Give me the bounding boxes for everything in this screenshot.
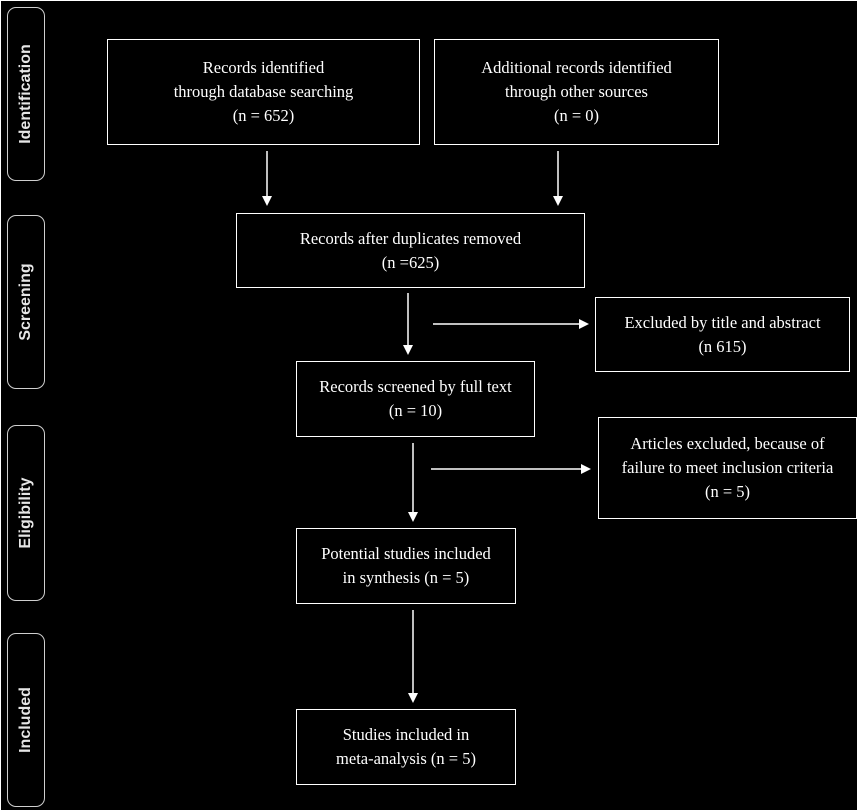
box-articles-excluded-count: (n = 5) (704, 482, 751, 501)
stage-eligibility: Eligibility (7, 425, 45, 601)
box-articles-excluded-line1: Articles excluded, because of (630, 434, 825, 453)
box-after-duplicates-count: (n =625) (381, 252, 440, 272)
stage-identification: Identification (7, 7, 45, 181)
box-other-sources: Additional records identified through ot… (434, 39, 719, 145)
stage-screening: Screening (7, 215, 45, 389)
box-articles-excluded-line2: failure to meet inclusion criteria (621, 458, 834, 477)
box-full-text-screened-count: (n = 10) (388, 401, 443, 420)
stage-included-label: Included (17, 687, 34, 753)
box-other-sources-count: (n = 0) (553, 106, 600, 125)
stage-identification-label: Identification (17, 44, 34, 144)
box-database-records-line2: through database searching (173, 82, 354, 101)
box-articles-excluded: Articles excluded, because of failure to… (598, 417, 857, 519)
box-excluded-title-abstract-count: (n 615) (698, 336, 747, 356)
box-database-records: Records identified through database sear… (107, 39, 420, 145)
stage-screening-label: Screening (17, 263, 34, 341)
box-after-duplicates-line1: Records after duplicates removed (299, 228, 522, 248)
box-excluded-title-abstract: Excluded by title and abstract (n 615) (595, 297, 850, 372)
box-database-records-count: (n = 652) (232, 106, 295, 125)
box-synthesis: Potential studies included in synthesis … (296, 528, 516, 604)
box-synthesis-line2: in synthesis (n = 5) (342, 568, 470, 587)
box-other-sources-line1: Additional records identified (481, 58, 672, 77)
box-after-duplicates: Records after duplicates removed (n =625… (236, 213, 585, 288)
box-full-text-screened: Records screened by full text (n = 10) (296, 361, 535, 437)
stage-included: Included (7, 633, 45, 807)
box-meta-analysis-line1: Studies included in (342, 725, 470, 744)
box-meta-analysis-line2: meta-analysis (n = 5) (336, 749, 476, 768)
box-full-text-screened-line1: Records screened by full text (319, 377, 512, 396)
box-synthesis-line1: Potential studies included (321, 544, 491, 563)
box-meta-analysis: Studies included in meta-analysis (n = 5… (296, 709, 516, 785)
box-database-records-line1: Records identified (202, 58, 325, 77)
stage-eligibility-label: Eligibility (17, 477, 34, 549)
box-excluded-title-abstract-line1: Excluded by title and abstract (624, 312, 821, 332)
box-other-sources-line2: through other sources (505, 82, 648, 101)
